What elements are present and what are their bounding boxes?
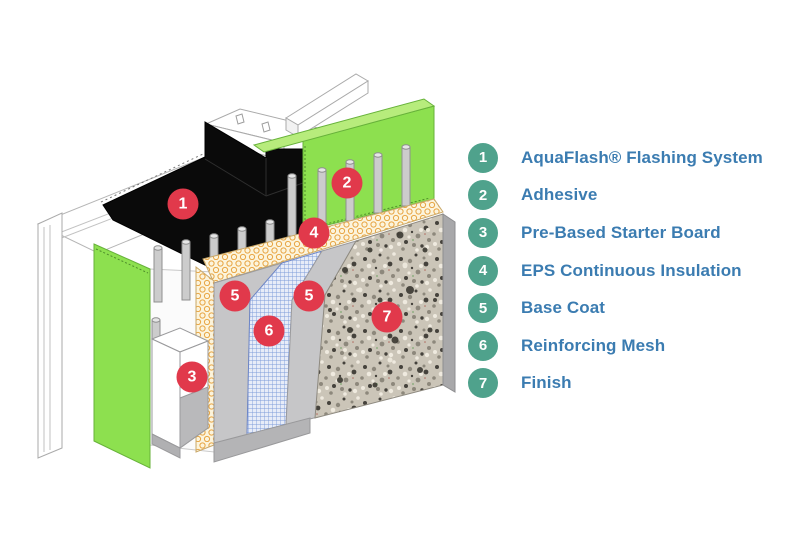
callout-number: 3 [187, 368, 197, 385]
legend-number-badge: 3 [468, 217, 498, 248]
legend: 1 AquaFlash® Flashing System 2 Adhesive … [464, 139, 763, 402]
left-wall-sheathing-panel [93, 243, 151, 469]
flashing-layer [102, 121, 304, 271]
sheathing-panel-top-edge [252, 98, 436, 153]
callout-marker: 7 [371, 301, 403, 333]
finish-speckles [328, 228, 437, 388]
legend-row: 6 Reinforcing Mesh [464, 327, 763, 365]
diagram-callouts: 1 2 3 4 5 5 6 7 [167, 167, 403, 393]
legend-item-label: Adhesive [521, 185, 598, 205]
legend-item-label: AquaFlash® Flashing System [521, 147, 763, 167]
legend-item-label: Reinforcing Mesh [521, 335, 666, 355]
legend-row: 7 Finish [464, 365, 763, 403]
callout-number: 2 [342, 174, 352, 191]
callout-marker: 5 [219, 280, 251, 312]
legend-number-badge: 7 [468, 368, 498, 399]
framing-stud-mark [235, 113, 245, 125]
framing-stud-mark [261, 121, 271, 133]
callout-marker: 5 [293, 280, 325, 312]
legend-item-label: Finish [521, 373, 572, 393]
legend-number-badge: 1 [468, 142, 498, 173]
starter-board-bottom-edge [151, 433, 181, 459]
legend-item-label: Base Coat [521, 298, 606, 318]
legend-row: 4 EPS Continuous Insulation [464, 252, 763, 290]
callout-marker: 3 [176, 361, 208, 393]
callout-marker: 2 [331, 167, 363, 199]
legend-number-badge: 4 [468, 255, 498, 286]
legend-number-badge: 5 [468, 293, 498, 324]
legend-item-label: EPS Continuous Insulation [521, 260, 742, 280]
legend-number-badge: 6 [468, 330, 498, 361]
callout-number: 5 [230, 287, 240, 304]
callout-number: 7 [382, 308, 392, 325]
layers-bottom-edge-face [213, 417, 311, 463]
callout-marker: 6 [253, 315, 285, 347]
legend-item-label: Pre-Based Starter Board [521, 222, 721, 242]
legend-row: 1 AquaFlash® Flashing System [464, 139, 763, 177]
callout-marker: 1 [167, 188, 199, 220]
callout-number: 1 [178, 195, 188, 212]
legend-number-badge: 2 [468, 180, 498, 211]
finish-side-face [442, 213, 456, 393]
legend-row: 2 Adhesive [464, 177, 763, 215]
callout-number: 5 [304, 287, 314, 304]
legend-row: 5 Base Coat [464, 289, 763, 327]
legend-row: 3 Pre-Based Starter Board [464, 214, 763, 252]
callout-marker: 4 [298, 217, 330, 249]
callout-number: 6 [264, 322, 274, 339]
callout-number: 4 [309, 224, 319, 241]
